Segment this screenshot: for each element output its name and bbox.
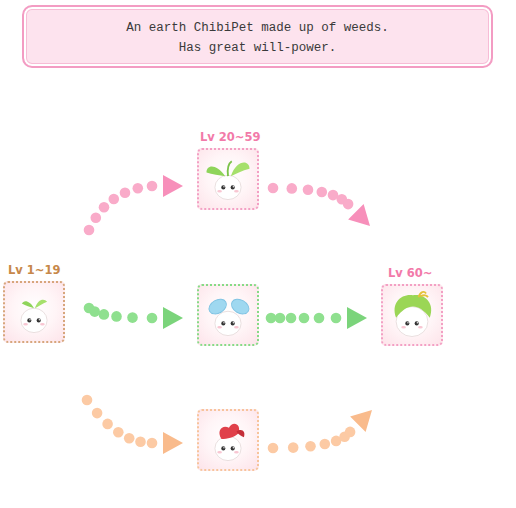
arrow-dot [109,194,120,205]
level-label: Lv 1~19 [8,263,60,277]
arrow-dot [303,185,314,196]
arrow-dot [320,439,331,450]
evolution-box [197,409,259,471]
arrow-dot [331,313,342,324]
arrow-dot [288,442,299,453]
arrow-dot [135,437,146,448]
arrow-dot [147,313,158,324]
arrow-dot [268,183,279,194]
arrow-dot [82,395,93,406]
arrow-dot [89,306,100,317]
arrow-dot [111,311,122,322]
arrow-head [350,410,372,432]
evolution-box [197,284,259,346]
title-text: An earth ChibiPet made up of weeds. Has … [122,18,394,58]
arrow-head [163,432,183,454]
chibipet-illustration [199,411,257,469]
arrow-dot [305,441,316,452]
evolution-arrow [84,175,183,235]
evolution-arrow [82,395,183,454]
arrow-dot [343,199,354,210]
arrow-head [348,204,370,226]
arrow-dot [133,183,144,194]
title-banner: An earth ChibiPet made up of weeds. Has … [22,5,493,68]
arrow-head [163,175,183,197]
evolution-arrow [266,307,367,329]
arrow-dot [84,225,95,236]
evolution-arrow [84,303,183,329]
evolution-box: Lv 60~ [381,284,443,346]
evolution-box: Lv 1~19 [3,281,65,343]
arrow-dot [147,181,158,192]
chibipet-illustration [383,286,441,344]
arrow-dot [299,313,310,324]
arrow-dot [91,212,102,223]
arrow-dot [317,187,328,198]
arrow-dot [314,313,325,324]
arrow-head [163,307,183,329]
arrow-dot [286,313,297,324]
chibipet-illustration [199,150,257,208]
arrow-dot [268,443,279,454]
arrow-dot [92,408,103,419]
arrow-dot [124,433,135,444]
arrow-dot [287,183,298,194]
arrow-dot [120,187,131,198]
evolution-box: Lv 20~59 [197,148,259,210]
arrow-head [347,307,367,329]
evolution-arrow [268,410,372,453]
chibipet-illustration [199,286,257,344]
arrow-dot [345,427,356,438]
evolution-arrow [268,183,370,226]
arrow-dot [99,309,110,320]
arrow-dot [113,427,124,438]
arrow-dot [102,419,113,430]
level-label: Lv 60~ [388,266,432,280]
arrow-dot [99,202,110,213]
arrow-dot [147,438,158,449]
arrow-dot [127,312,138,323]
arrow-dot [275,313,286,324]
chibipet-illustration [5,283,63,341]
level-label: Lv 20~59 [200,130,260,144]
